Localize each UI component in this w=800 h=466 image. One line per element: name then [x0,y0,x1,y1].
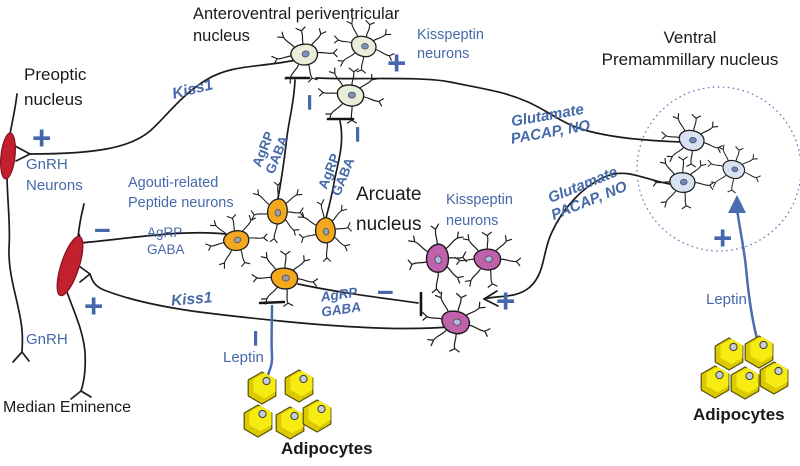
agrp-neuron [199,205,275,276]
leptin-label-mid: Leptin [223,349,264,366]
arcuate-title: Arcuate nucleus [356,184,422,235]
leptin-line-right [735,207,759,341]
plus-sign-gnrh-top: + [32,119,52,156]
plus-sign-pmv: + [713,219,733,256]
glutamate-arrowhead-arcuate [483,290,499,307]
plus-sign-avpv: + [387,44,407,81]
pmv-title: Ventral Premammillary nucleus [601,28,779,69]
adipocytes-mid-label: Adipocytes [281,439,373,458]
agrp-axon-to-avpv-1 [276,79,296,205]
agrp-neuron [248,178,307,246]
gnrh-axon-1-terminal [12,351,30,363]
kiss1-arrowhead-top [14,145,31,162]
minus-sign-avpv-1: − [292,94,325,111]
minus-sign-gnrh: − [94,215,111,247]
kiss1-axon-avpv-to-gnrh [29,59,297,155]
glutamate-axon-pmv-to-avpv [315,77,682,143]
glutamate-axon-pmv-to-arcuate [483,172,671,300]
minus-sign-avpv-2: − [340,126,373,143]
gnrh-soma-bottom [56,235,84,297]
agrp-axon-to-avpv-2 [324,120,343,223]
adipocyte [243,404,273,438]
avpv-kisspeptin-neuron [317,67,385,124]
minus-sign-leptin: − [238,330,271,347]
adipocyte [730,366,760,400]
plus-sign-arcuate: + [496,282,516,319]
kisspeptin-arcuate-label: Kisspeptin neurons [446,192,513,229]
adipocyte [247,371,277,405]
agrp-neuron [291,193,360,268]
gnrh-axon-label: GnRH [26,331,68,348]
agrp-gaba-label-3: AgRP GABA [147,225,185,257]
preoptic-title: Preoptic nucleus [24,65,87,109]
pmv-neuron [649,152,717,213]
gnrh-soma-top [0,132,16,180]
gnrh-neurons-label: GnRH Neurons [26,156,83,194]
kiss1-arrowhead-bottom [78,265,91,283]
avpv-title: Anteroventral periventricular nucleus [193,5,400,45]
kiss1-axon-arcuate-to-gnrh [89,273,450,330]
adipocyte [275,406,305,440]
adipocyte-cluster-mid [243,369,332,440]
adipocytes-right-label: Adipocytes [693,405,785,424]
adipocyte-cluster-right [700,335,789,400]
adipocyte [302,399,332,433]
median-eminence-label: Median Eminence [3,399,132,416]
plus-sign-gnrh-bottom: + [84,287,104,324]
kiss1-label-bottom: Kiss1 [170,289,214,310]
gnrh-axon-2-bottom [66,291,87,392]
leptin-arrowhead-right [728,195,746,213]
tbar-leptin-agrp [258,300,286,305]
pmv-neuron [703,142,765,197]
arcuate-kisspeptin-neuron [418,289,494,356]
leptin-label-right: Leptin [706,291,747,308]
agrp-axon-to-arcuate-kisspeptin [297,283,419,304]
kisspeptin-avpv-label: Kisspeptin neurons [417,27,484,62]
leptin-line-mid [265,304,274,381]
minus-sign-arcuate: − [377,277,394,309]
pmv-region-circle [636,86,800,252]
agouti-neurons-label: Agouti-related Peptide neurons [128,175,234,211]
adipocyte [744,335,774,369]
adipocyte [284,369,314,403]
gnrh-axon-2-terminal [70,390,92,400]
adipocyte [759,361,789,395]
agrp-axon-to-gnrh [78,231,227,244]
gnrh-axon-2-top [77,203,85,239]
adipocyte [714,337,744,371]
agrp-neuron [249,247,321,310]
adipocyte [700,365,730,399]
